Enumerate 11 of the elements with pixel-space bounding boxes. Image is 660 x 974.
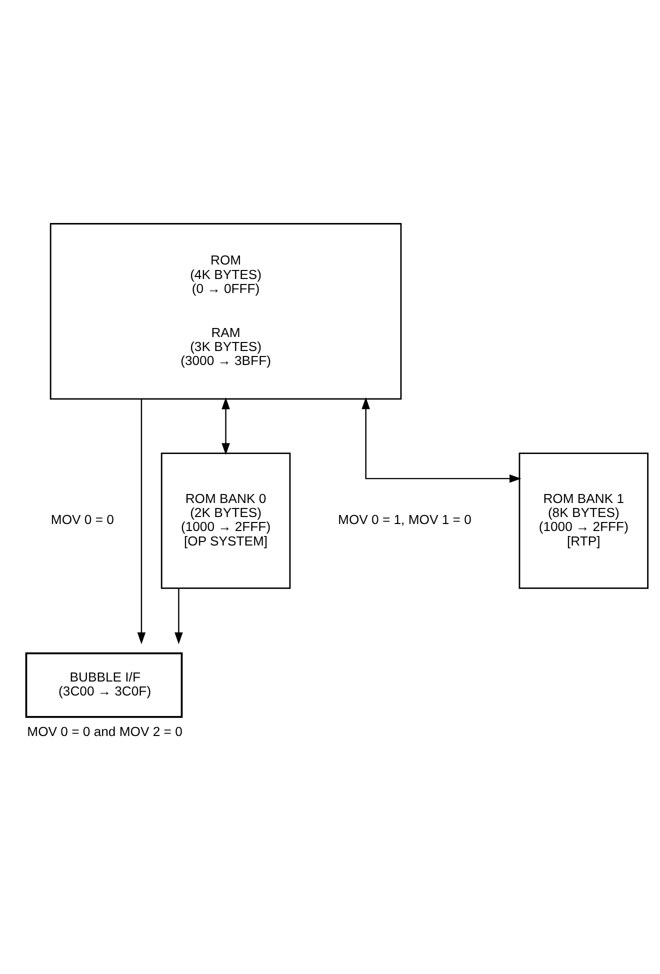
- node-label: MOV 0 = 0: [50, 512, 114, 528]
- arrow: [362, 397, 522, 483]
- node-label: MOV 0 = 0 and MOV 2 = 0: [27, 724, 182, 739]
- node-box: ROM BANK 1 (8K BYTES) (1000 → 2FFF) [RTP]: [518, 452, 649, 589]
- node-box: BUBBLE I/F (3C00 → 3C0F): [25, 652, 183, 718]
- arrow: [174, 588, 183, 644]
- arrow: [222, 397, 230, 455]
- arrow: [137, 398, 146, 644]
- node-label: MOV 0 = 1, MOV 1 = 0: [338, 512, 472, 528]
- node-box: ROM BANK 0 (2K BYTES) (1000 → 2FFF) [OP SYSTEM]: [160, 452, 291, 589]
- node-box: ROM (4K BYTES) (0 → 0FFF) RAM (3K BYTES) (3000 → 3BFF): [50, 223, 402, 400]
